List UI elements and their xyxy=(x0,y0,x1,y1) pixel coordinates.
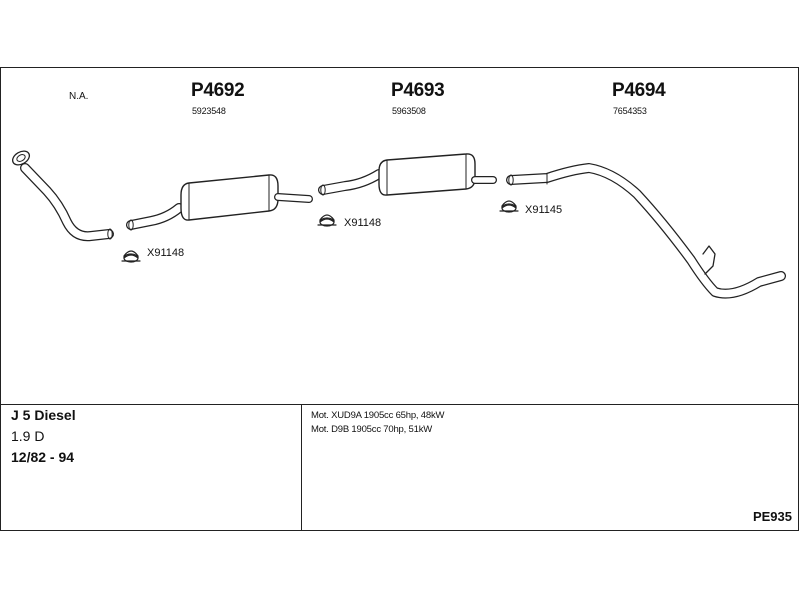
clamp-icon xyxy=(121,250,141,263)
vehicle-model: J 5 Diesel xyxy=(11,407,76,423)
clamp-icon xyxy=(499,200,519,213)
part-number-p4692: P4692 xyxy=(191,80,245,101)
clamp-label: X91145 xyxy=(525,204,563,216)
clamp-label: X91148 xyxy=(344,217,382,229)
diagram-code: PE935 xyxy=(752,509,792,524)
front-pipe-na-label: N.A. xyxy=(69,91,89,102)
silencer-p4693 xyxy=(318,153,497,196)
clamp-label: X91148 xyxy=(147,247,185,259)
engine-spec: Mot. D9B 1905cc 70hp, 51kW xyxy=(311,424,433,435)
exhaust-parts-drawing xyxy=(11,150,786,299)
oem-ref-p4692: 5923548 xyxy=(192,106,226,116)
oem-ref-p4694: 7654353 xyxy=(613,106,647,116)
oem-ref-p4693: 5963508 xyxy=(392,106,426,116)
column-divider xyxy=(301,404,302,530)
vehicle-years: 12/82 - 94 xyxy=(11,449,75,465)
front-pipe xyxy=(11,150,114,242)
vehicle-engine-size: 1.9 D xyxy=(11,428,45,444)
exhaust-diagram-sheet: N.A. P4692 5923548 P4693 5963508 P4694 7… xyxy=(0,67,799,531)
engine-spec: Mot. XUD9A 1905cc 65hp, 48kW xyxy=(311,410,445,421)
part-number-p4693: P4693 xyxy=(391,80,445,101)
tailpipe-p4694 xyxy=(506,163,786,299)
part-number-p4694: P4694 xyxy=(612,80,666,101)
silencer-p4692 xyxy=(126,174,313,231)
section-divider xyxy=(1,404,798,405)
clamp-icon xyxy=(317,214,337,227)
